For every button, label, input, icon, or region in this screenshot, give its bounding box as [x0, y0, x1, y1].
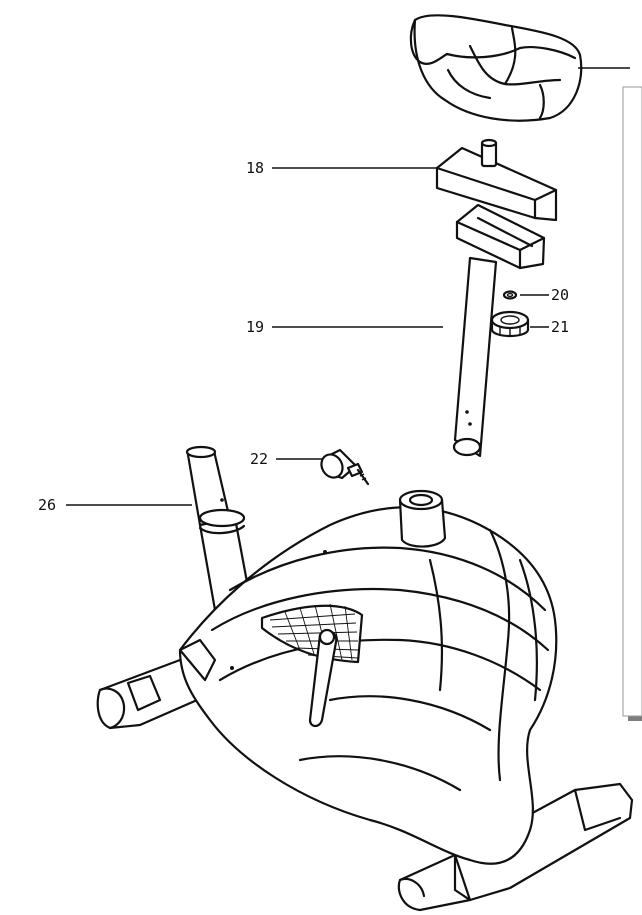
mesh-pattern	[269, 603, 359, 661]
callout-18: 18	[246, 159, 264, 177]
callout-21: 21	[551, 318, 569, 336]
seat	[409, 14, 630, 122]
callout-22: 22	[250, 450, 268, 468]
callout-20: 20	[551, 286, 569, 304]
callout-26: 26	[38, 496, 56, 514]
adjustment-knob	[320, 448, 370, 486]
bike-frame	[96, 489, 634, 912]
nut	[490, 310, 530, 338]
callout-19: 19	[246, 318, 264, 336]
side-panel	[622, 86, 642, 721]
seat-slider	[435, 138, 558, 222]
seat-post	[452, 203, 546, 458]
washer	[502, 290, 518, 300]
